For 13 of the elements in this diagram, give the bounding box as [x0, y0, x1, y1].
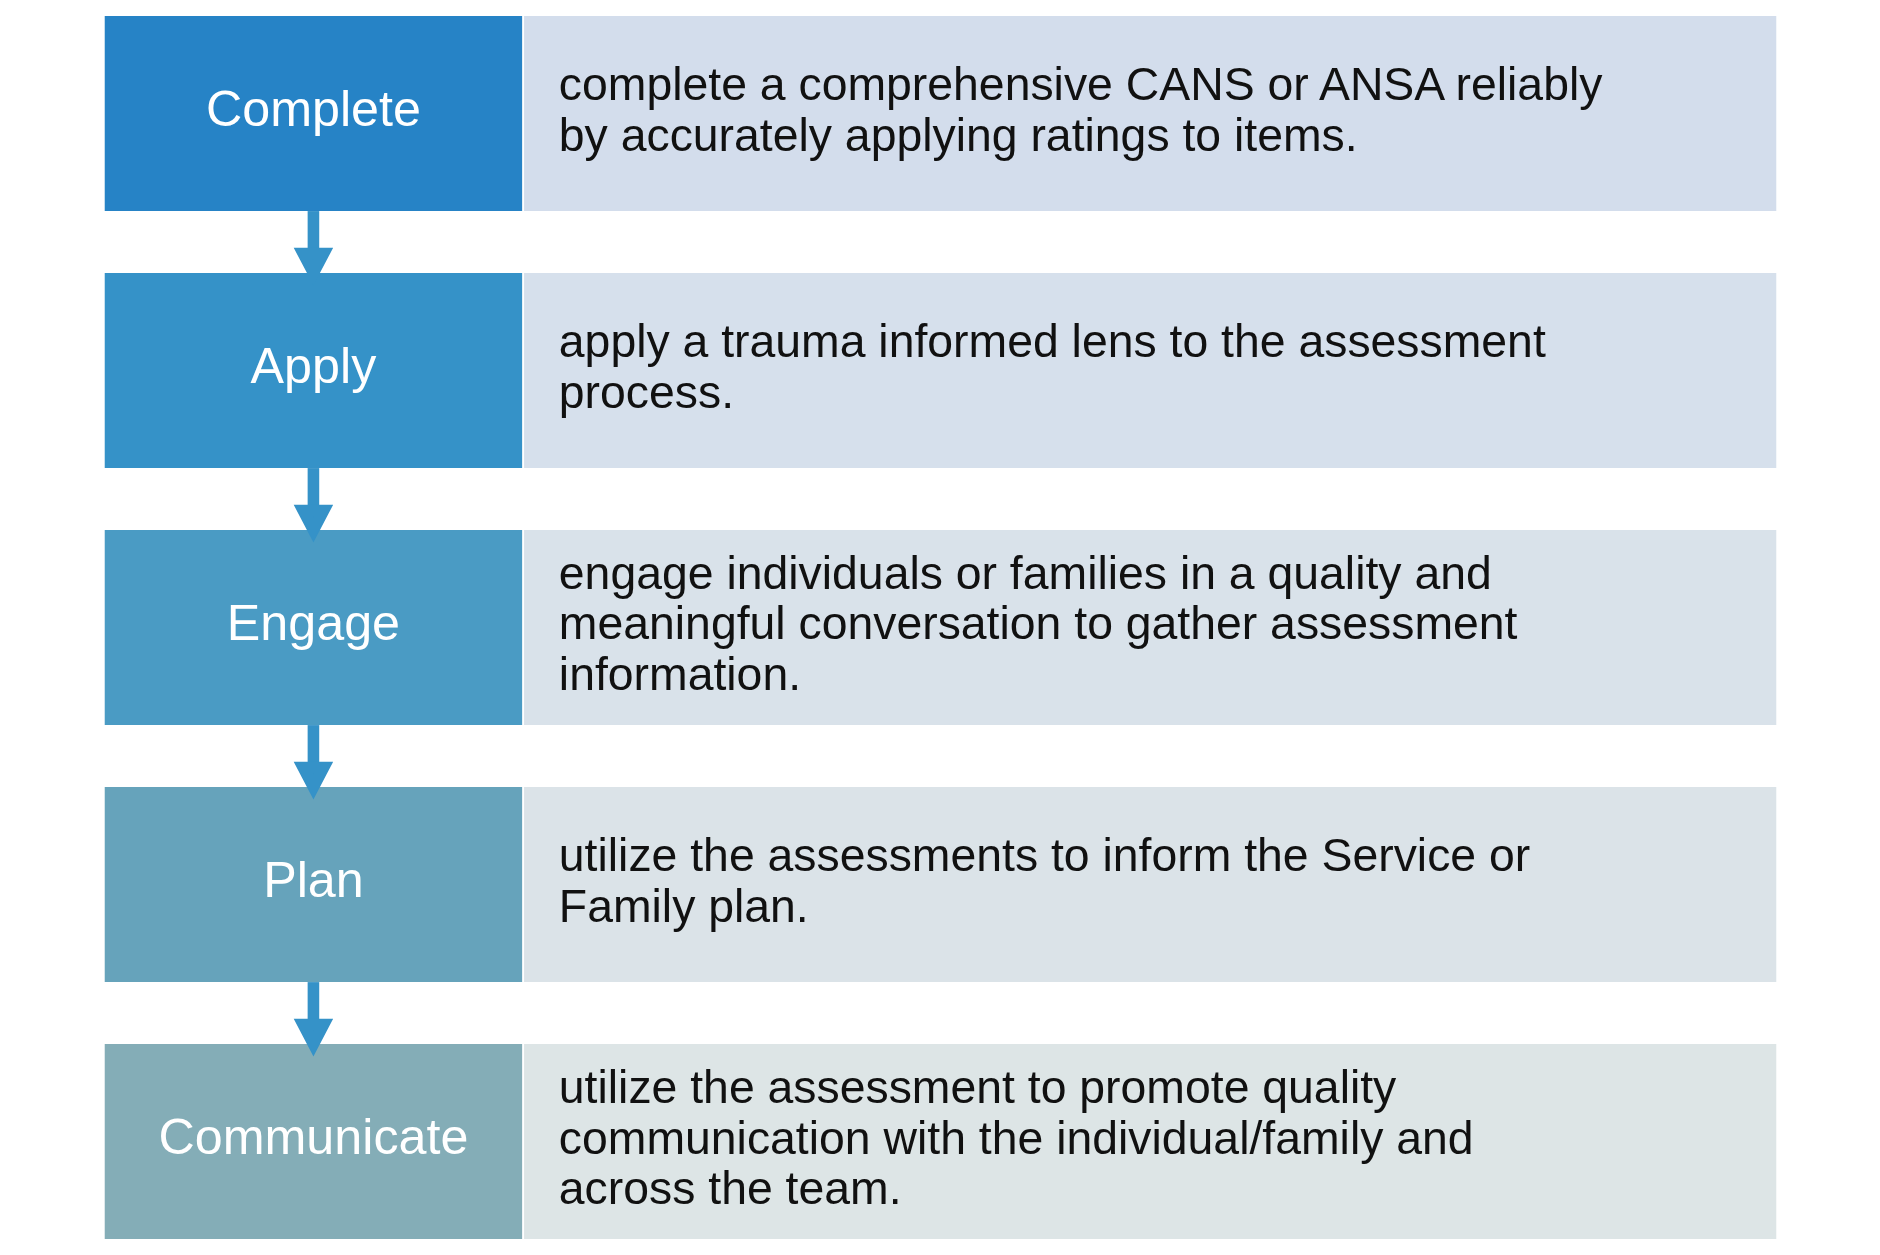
node-box: Communicate: [104, 1043, 522, 1240]
node-box: Apply: [104, 272, 522, 469]
node-box: apply a trauma informed lens to the assessment process.: [523, 272, 1776, 469]
node-box: utilize the assessments to inform the Service or Family plan.: [523, 786, 1776, 983]
node-box: complete a comprehensive CANS or ANSA reliably by accurately applying ratings to items.: [523, 15, 1776, 212]
node-box: Plan: [104, 786, 522, 983]
arrow: [293, 468, 333, 543]
node-box: utilize the assessment to promote quality communication with the individual/family and across the team.: [523, 1043, 1776, 1240]
arrow: [293, 725, 333, 800]
node-box: Engage: [104, 529, 522, 726]
node-box: Complete: [104, 15, 522, 212]
node-box: engage individuals or families in a quality and meaningful conversation to gather assessment information.: [523, 529, 1776, 726]
arrow: [293, 982, 333, 1057]
